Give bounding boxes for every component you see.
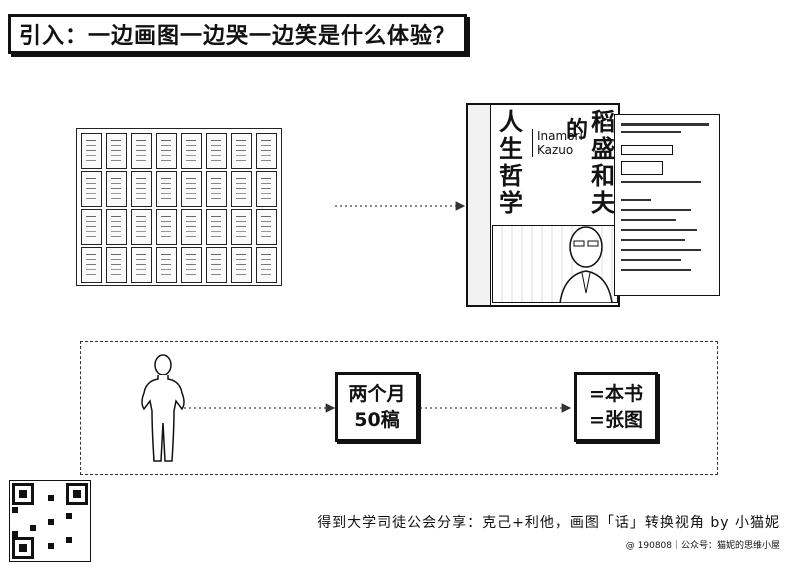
qr-code-icon (9, 480, 91, 562)
book-title-column-2: 稻盛和夫 (591, 108, 615, 217)
footer-credit: 得到大学司徒公会分享：克己+利他，画图「话」转换视角 by 小猫妮 (317, 515, 780, 531)
qr-module (12, 507, 18, 513)
draft-thumbnail (106, 171, 127, 207)
qr-module (66, 513, 72, 519)
draft-thumbnail (256, 247, 277, 283)
qr-module (12, 531, 18, 537)
draft-thumbnail (231, 133, 252, 169)
draft-thumbnail (181, 209, 202, 245)
draft-thumbnail (81, 171, 102, 207)
draft-thumbnail (131, 247, 152, 283)
draft-thumbnail (206, 171, 227, 207)
draft-thumbnail (81, 247, 102, 283)
qr-module (48, 543, 54, 549)
book-spine (468, 105, 491, 305)
draft-thumbnail (131, 209, 152, 245)
person-figure-icon (141, 354, 185, 462)
book-back-page (614, 114, 720, 296)
draft-thumbnail (131, 171, 152, 207)
book-title-of: 的 (565, 118, 588, 143)
draft-thumbnail (256, 209, 277, 245)
qr-module (30, 525, 36, 531)
draft-thumbnail (156, 133, 177, 169)
portrait-icon (559, 226, 613, 303)
page-title-box: 引入：一边画图一边哭一边笑是什么体验？ (8, 14, 468, 54)
book-cover: 人生哲学 的 稻盛和夫 Inamori Kazuo (466, 103, 620, 307)
draft-thumbnail (181, 171, 202, 207)
draft-thumbnail (206, 133, 227, 169)
draft-thumbnail (231, 209, 252, 245)
draft-thumbnail (156, 247, 177, 283)
draft-thumbnail (81, 133, 102, 169)
draft-thumbnail (131, 133, 152, 169)
draft-thumbnail (156, 209, 177, 245)
draft-thumbnail (231, 171, 252, 207)
sketch-drafts-grid (76, 128, 282, 286)
draft-thumbnail (256, 133, 277, 169)
book-title-column-1: 人生哲学 (499, 108, 523, 217)
draft-thumbnail (256, 171, 277, 207)
draft-thumbnail (231, 247, 252, 283)
draft-thumbnail (81, 209, 102, 245)
draft-thumbnail (181, 133, 202, 169)
qr-module (48, 495, 54, 501)
draft-thumbnail (156, 171, 177, 207)
qr-module (66, 537, 72, 543)
page-title: 引入：一边画图一边哭一边笑是什么体验？ (19, 24, 457, 49)
draft-thumbnail (206, 247, 227, 283)
result-box: =本书 =张图 (574, 372, 658, 442)
footer-account: @ 190808｜公众号：猫妮的思维小屋 (625, 541, 780, 551)
draft-thumbnail (206, 209, 227, 245)
process-panel (80, 341, 718, 475)
qr-module (48, 519, 54, 525)
book-romaji: Inamori Kazuo (532, 129, 583, 157)
draft-thumbnail (106, 209, 127, 245)
draft-thumbnail (181, 247, 202, 283)
time-drafts-box: 两个月 50稿 (335, 372, 419, 442)
draft-thumbnail (106, 247, 127, 283)
draft-thumbnail (106, 133, 127, 169)
